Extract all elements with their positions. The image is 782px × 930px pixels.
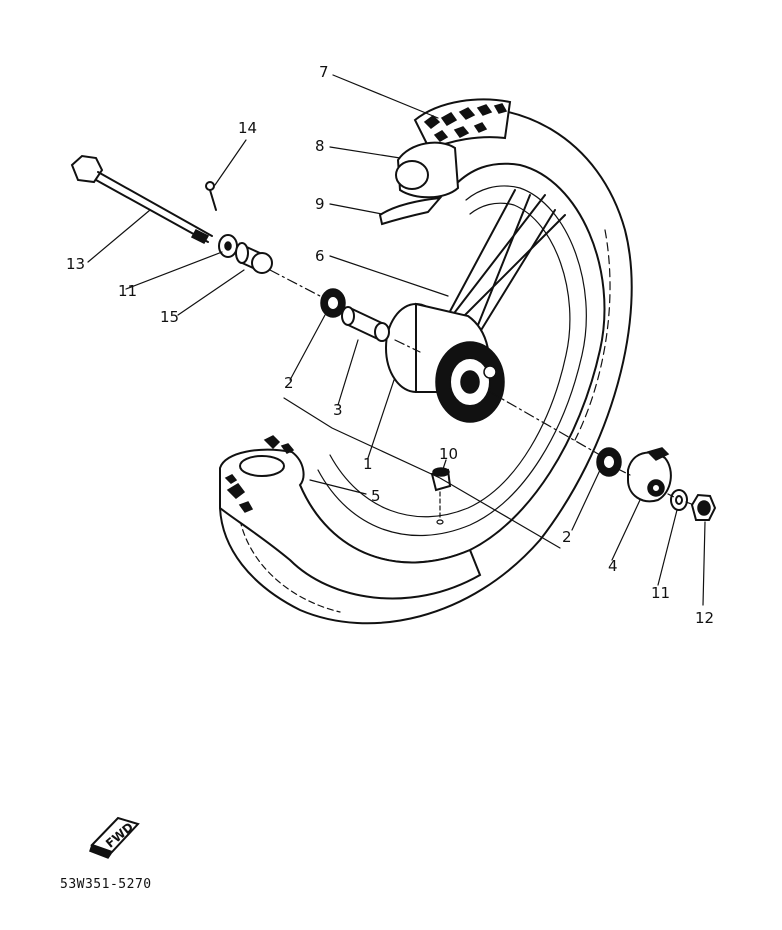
collar (235, 242, 273, 274)
callout-6: 6 (315, 247, 325, 265)
axle-nut (690, 493, 717, 521)
callout-4: 4 (608, 557, 618, 575)
forward-direction-badge: FWD (89, 816, 140, 859)
bearing-right (596, 447, 622, 477)
callout-5: 5 (371, 487, 381, 505)
leader-lines (87, 74, 706, 606)
callout-10: 10 (439, 445, 458, 463)
meter-gear-unit (627, 447, 672, 503)
drawing-code: 53W351-5270 (60, 877, 152, 892)
bearing-left (320, 288, 346, 318)
front-axle (70, 154, 213, 244)
callout-12: 12 (695, 609, 714, 627)
callout-1: 1 (363, 455, 373, 473)
callout-8: 8 (315, 137, 325, 155)
cotter-pin (205, 181, 217, 211)
tire-section-cutaway (219, 435, 482, 600)
callout-2-left: 2 (284, 374, 294, 392)
callout-11-right: 11 (651, 584, 670, 602)
callout-13: 13 (66, 255, 85, 273)
valve-nut (430, 467, 452, 525)
callout-2-right: 2 (562, 528, 572, 546)
washer-left (218, 234, 238, 258)
callout-3: 3 (333, 401, 343, 419)
callout-15: 15 (160, 308, 179, 326)
wheel-hub (385, 302, 505, 423)
rim-band (378, 196, 443, 226)
axle-centerline (269, 269, 695, 506)
spacer (341, 306, 390, 342)
callout-9: 9 (315, 195, 325, 213)
callout-11-left: 11 (118, 282, 137, 300)
washer-right (670, 489, 688, 511)
spokes (439, 189, 566, 346)
callout-14: 14 (238, 119, 257, 137)
inner-tube (395, 141, 460, 199)
callout-7: 7 (319, 63, 329, 81)
